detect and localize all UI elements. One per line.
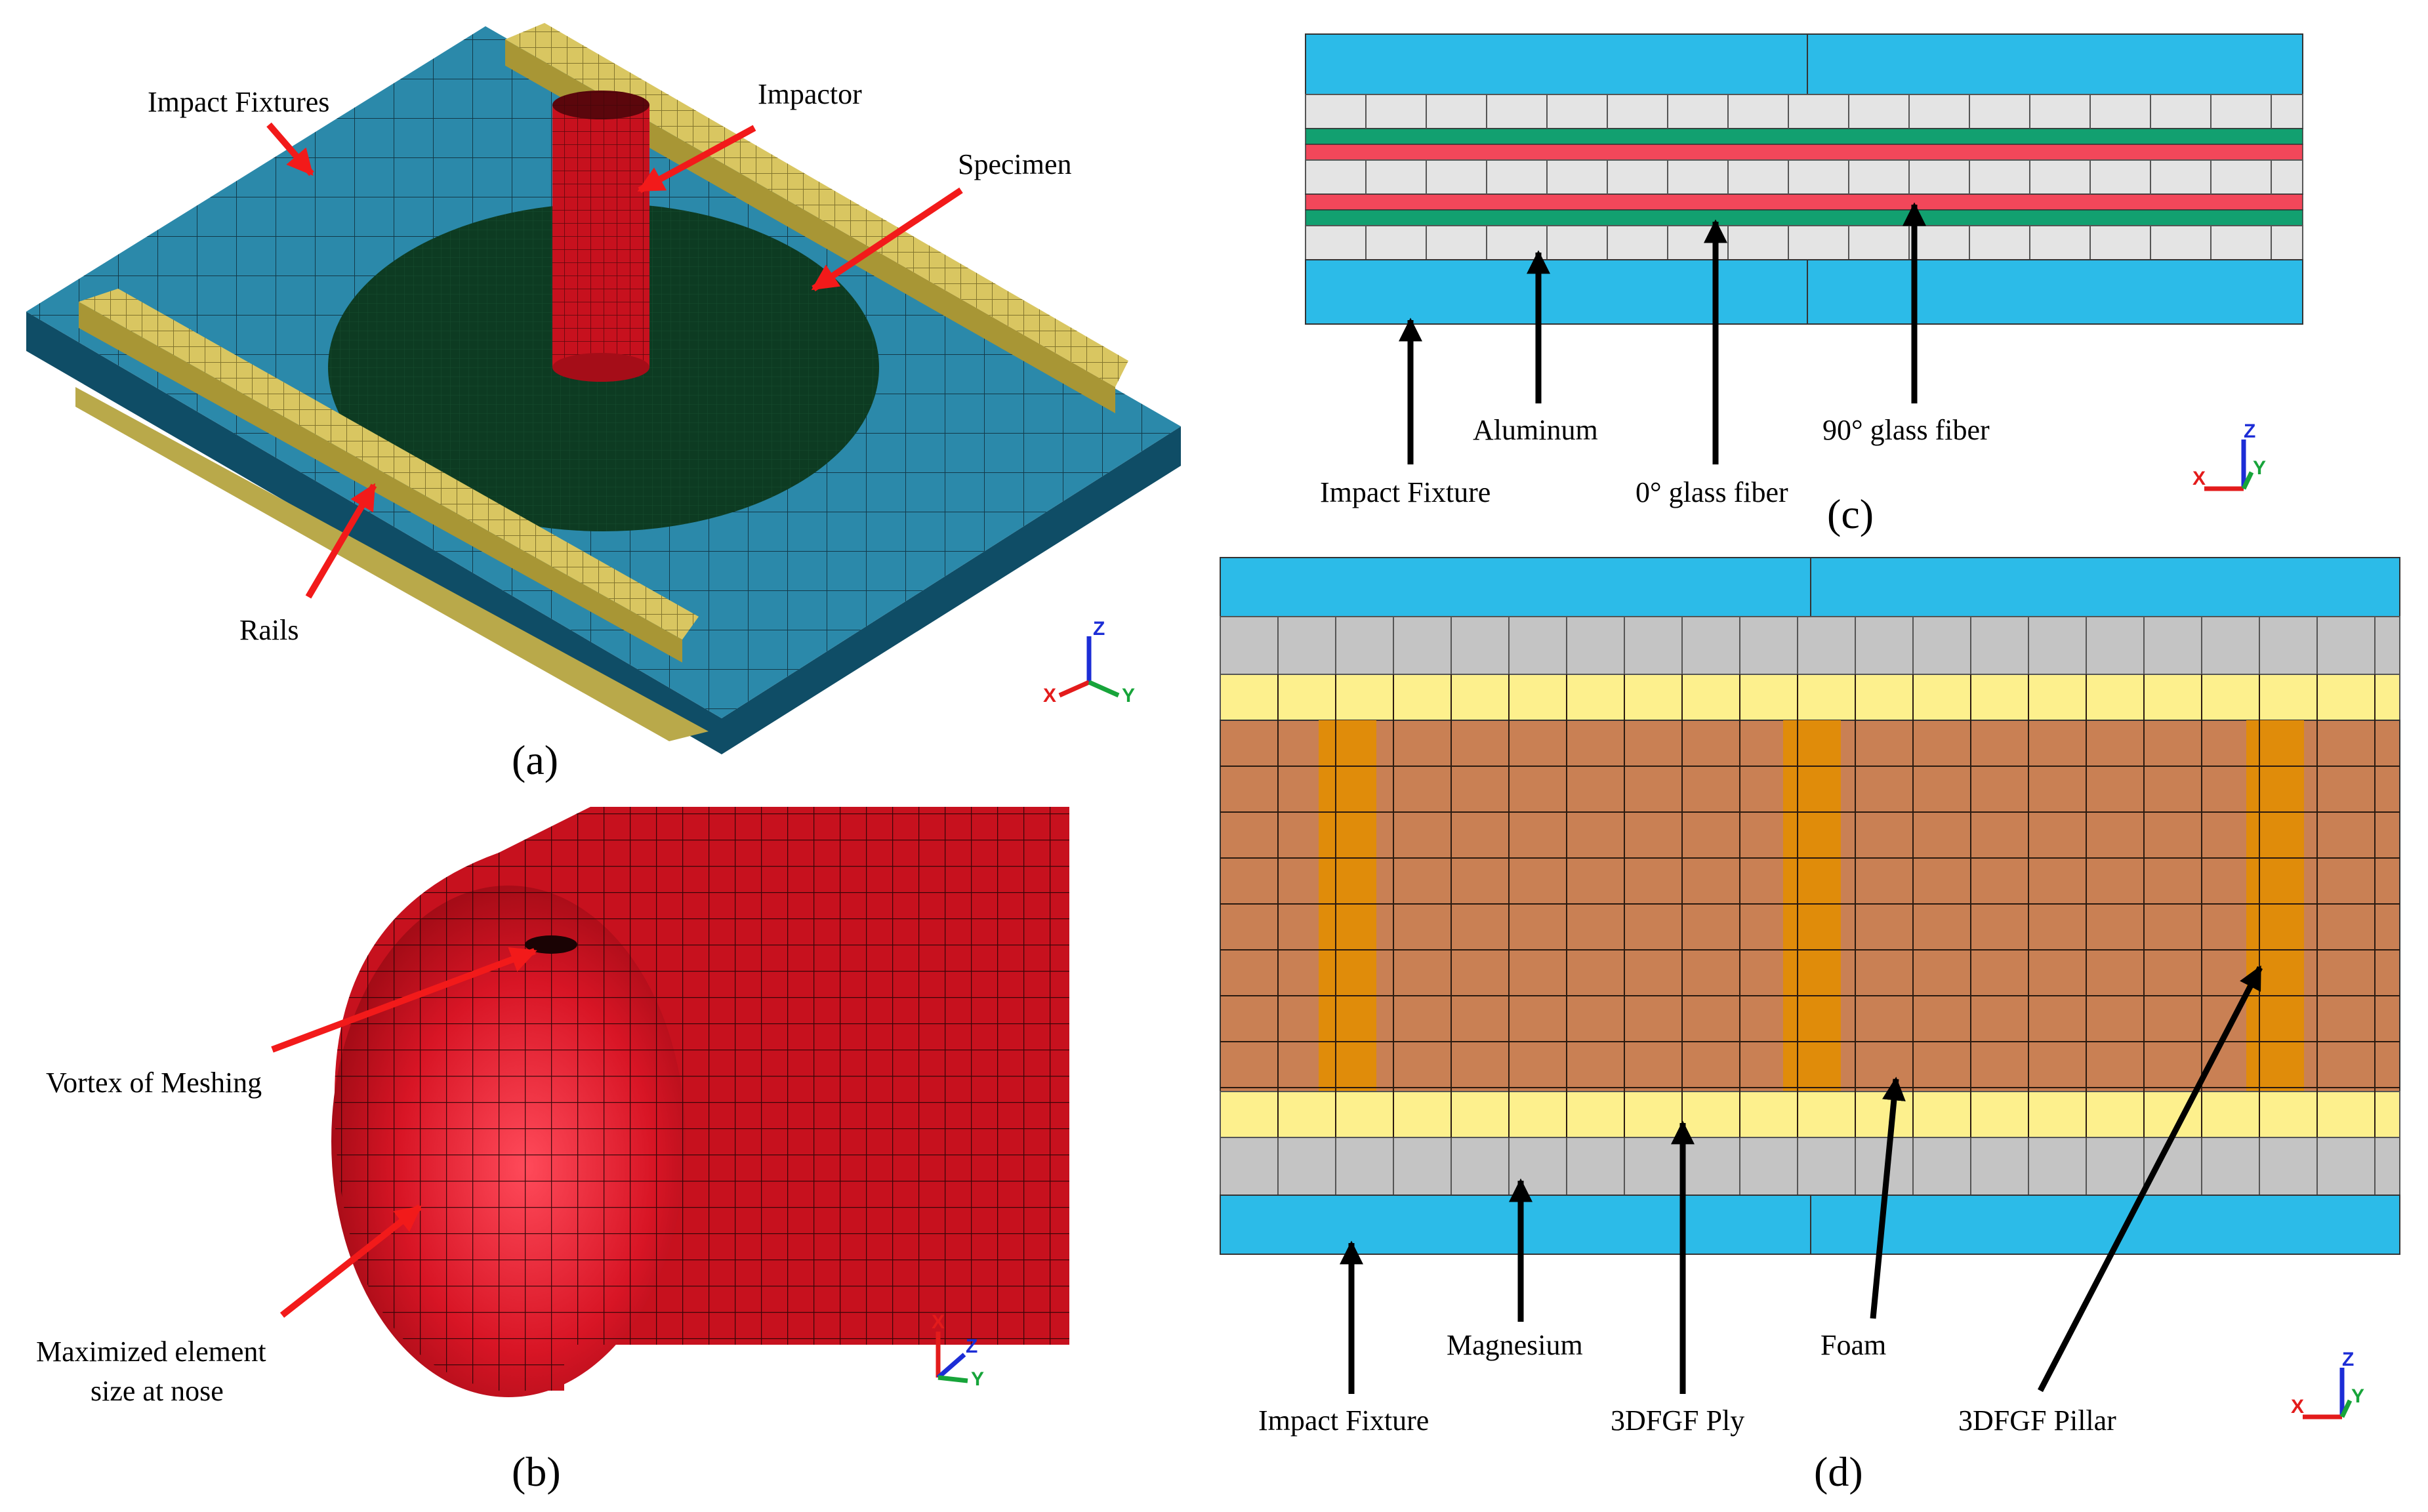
- glass-fiber-0-bottom: [1305, 194, 2303, 211]
- svg-text:Y: Y: [1122, 685, 1135, 706]
- impact-fixture-top: [1305, 33, 2303, 95]
- rail-front: [79, 289, 699, 663]
- rail-under: [75, 387, 709, 741]
- impactor-nose: [331, 807, 1069, 1397]
- glass-fiber-0-top: [1305, 144, 2303, 161]
- label-nose-line1: Maximized element: [36, 1336, 266, 1368]
- caption-a: (a): [512, 737, 558, 783]
- aluminum-layer-top: [1305, 94, 2303, 129]
- impact-fixture-bottom: [1305, 259, 2303, 325]
- label-impact-fixture-c: Impact Fixture: [1320, 476, 1491, 508]
- label-specimen: Specimen: [958, 148, 1072, 180]
- caption-d: (d): [1814, 1448, 1863, 1495]
- panel-b: Vortex of Meshing Maximized element size…: [36, 807, 1069, 1495]
- svg-text:X: X: [2192, 468, 2206, 489]
- svg-text:Y: Y: [2253, 457, 2266, 479]
- svg-text:Y: Y: [971, 1368, 984, 1390]
- arrow-fixtures: [266, 122, 314, 176]
- arrow-specimen: [811, 187, 963, 292]
- svg-text:X: X: [2291, 1396, 2304, 1418]
- caption-b: (b): [512, 1448, 561, 1495]
- label-pillar: 3DFGF Pillar: [1958, 1404, 2116, 1437]
- glass-fiber-90-top: [1305, 128, 2303, 145]
- label-impact-fixtures: Impact Fixtures: [148, 86, 329, 118]
- impactor-cylinder: [552, 91, 649, 382]
- fixture-plate-side: [26, 312, 1181, 754]
- label-ply: 3DFGF Ply: [1611, 1404, 1744, 1437]
- svg-text:Z: Z: [1093, 618, 1105, 640]
- label-magnesium: Magnesium: [1447, 1329, 1583, 1361]
- label-aluminum: Aluminum: [1473, 414, 1598, 446]
- arrow-impactor: [637, 125, 756, 194]
- triad-axis-icon: X Z Y: [932, 1311, 984, 1390]
- svg-text:X: X: [1043, 685, 1056, 706]
- label-impactor: Impactor: [758, 78, 862, 110]
- svg-text:Z: Z: [2244, 420, 2255, 442]
- label-glass-0: 0° glass fiber: [1636, 476, 1788, 508]
- ply-layer-bottom: [1220, 1091, 2400, 1138]
- aluminum-layer-mid: [1305, 159, 2303, 195]
- svg-text:Z: Z: [2342, 1349, 2354, 1370]
- panel-d: Magnesium Foam Impact Fixture 3DFGF Ply …: [1220, 557, 2400, 1495]
- pillar-middle: [1783, 720, 1841, 1092]
- panel-c: Aluminum 90° glass fiber Impact Fixture …: [1305, 33, 2303, 537]
- glass-fiber-90-bottom: [1305, 209, 2303, 226]
- triad-axis-icon: Z X Y: [2291, 1349, 2364, 1420]
- magnesium-layer-bottom: [1220, 1137, 2400, 1196]
- arrow-vortex: [271, 947, 537, 1053]
- svg-text:X: X: [932, 1311, 945, 1333]
- aluminum-element-grid: [1365, 94, 2272, 260]
- label-vortex: Vortex of Meshing: [46, 1067, 262, 1099]
- arrow-nose: [279, 1204, 422, 1318]
- label-foam: Foam: [1821, 1329, 1886, 1361]
- pillar-right: [2246, 720, 2304, 1092]
- ply-layer-top: [1220, 674, 2400, 721]
- core-element-grid: [1220, 617, 2400, 1195]
- panel-a: Impact Fixtures Impactor Specimen Rails …: [26, 23, 1181, 783]
- pillar-left: [1319, 720, 1376, 1092]
- label-glass-90: 90° glass fiber: [1822, 414, 1990, 446]
- arrow-pillar: [2038, 965, 2263, 1393]
- arrow-rails: [305, 483, 377, 599]
- label-rails: Rails: [239, 614, 298, 646]
- magnesium-layer-top: [1220, 616, 2400, 675]
- label-nose-line2: size at nose: [91, 1375, 224, 1407]
- arrow-foam: [1870, 1076, 1906, 1319]
- triad-axis-icon: Z X Y: [1043, 618, 1135, 706]
- rail-back: [505, 23, 1128, 413]
- svg-text:Y: Y: [2351, 1385, 2364, 1407]
- svg-text:Z: Z: [966, 1336, 977, 1357]
- triad-axis-icon: Z X Y: [2192, 420, 2266, 491]
- label-impact-fixture-d: Impact Fixture: [1258, 1404, 1429, 1437]
- caption-c: (c): [1827, 491, 1874, 537]
- aluminum-layer-bottom: [1305, 225, 2303, 260]
